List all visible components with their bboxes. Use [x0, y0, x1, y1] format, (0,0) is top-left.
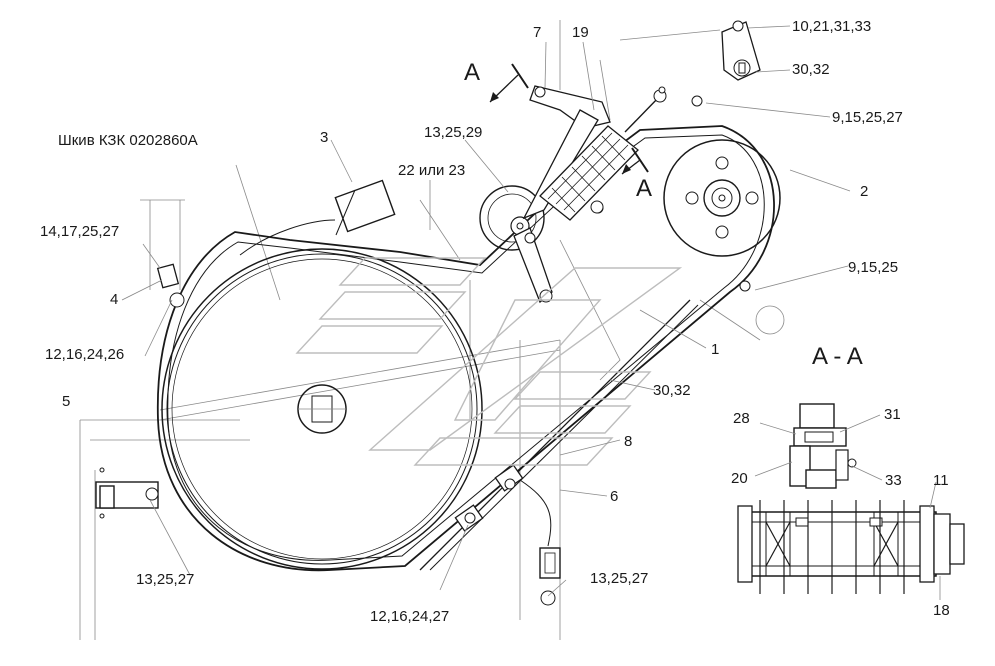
label-4: 4: [110, 291, 118, 308]
label-10-21-31-33: 10,21,31,33: [792, 18, 871, 35]
callout-labels: 10,21,31,33 7 19 A 30,32 9,15,25,27 13,2…: [40, 18, 950, 625]
label-13-25-27-right: 13,25,27: [590, 570, 648, 587]
lower-guide-bars: [419, 299, 699, 606]
label-30-32-top: 30,32: [792, 61, 830, 78]
tensioner-assembly: [479, 85, 667, 304]
label-pulley-note: Шкив КЗК 0202860А: [58, 132, 198, 149]
drive-pulley: [663, 139, 781, 257]
label-12-16-24-27: 12,16,24,27: [370, 608, 449, 625]
label-1: 1: [711, 341, 719, 358]
label-section-a-a: A - A: [812, 343, 863, 370]
label-8: 8: [624, 433, 632, 450]
label-31: 31: [884, 406, 901, 423]
label-14-17-25-27: 14,17,25,27: [40, 223, 119, 240]
label-33: 33: [885, 472, 902, 489]
section-arrow-mid: [621, 147, 649, 175]
label-13-25-29: 13,25,29: [424, 124, 482, 141]
label-5: 5: [62, 393, 70, 410]
drive-belt: [156, 125, 775, 572]
tension-spring: [539, 125, 639, 221]
bracket-top-right: [691, 20, 761, 107]
large-pulley: [161, 248, 483, 570]
label-28: 28: [733, 410, 750, 427]
label-30-32-mid: 30,32: [653, 382, 691, 399]
label-9-15-25: 9,15,25: [848, 259, 898, 276]
belt-guard: [239, 179, 396, 256]
label-a-top: A: [464, 59, 480, 86]
label-18: 18: [933, 602, 950, 619]
label-22-or-23: 22 или 23: [398, 162, 465, 179]
label-3: 3: [320, 129, 328, 146]
label-7: 7: [533, 24, 541, 41]
label-13-25-27-left: 13,25,27: [136, 571, 194, 588]
label-2: 2: [860, 183, 868, 200]
label-12-16-24-26: 12,16,24,26: [45, 346, 124, 363]
section-view-a-a: [737, 403, 965, 600]
label-6: 6: [610, 488, 618, 505]
label-19: 19: [572, 24, 589, 41]
left-bracket: [95, 200, 751, 519]
label-11: 11: [933, 472, 949, 489]
section-arrow-top: [489, 63, 529, 103]
label-a-mid: A: [636, 175, 652, 202]
leader-lines: [121, 25, 851, 597]
watermark-graphic: [295, 257, 683, 466]
label-20: 20: [731, 470, 748, 487]
frame-context-lines: [79, 20, 785, 640]
label-9-15-25-27: 9,15,25,27: [832, 109, 903, 126]
